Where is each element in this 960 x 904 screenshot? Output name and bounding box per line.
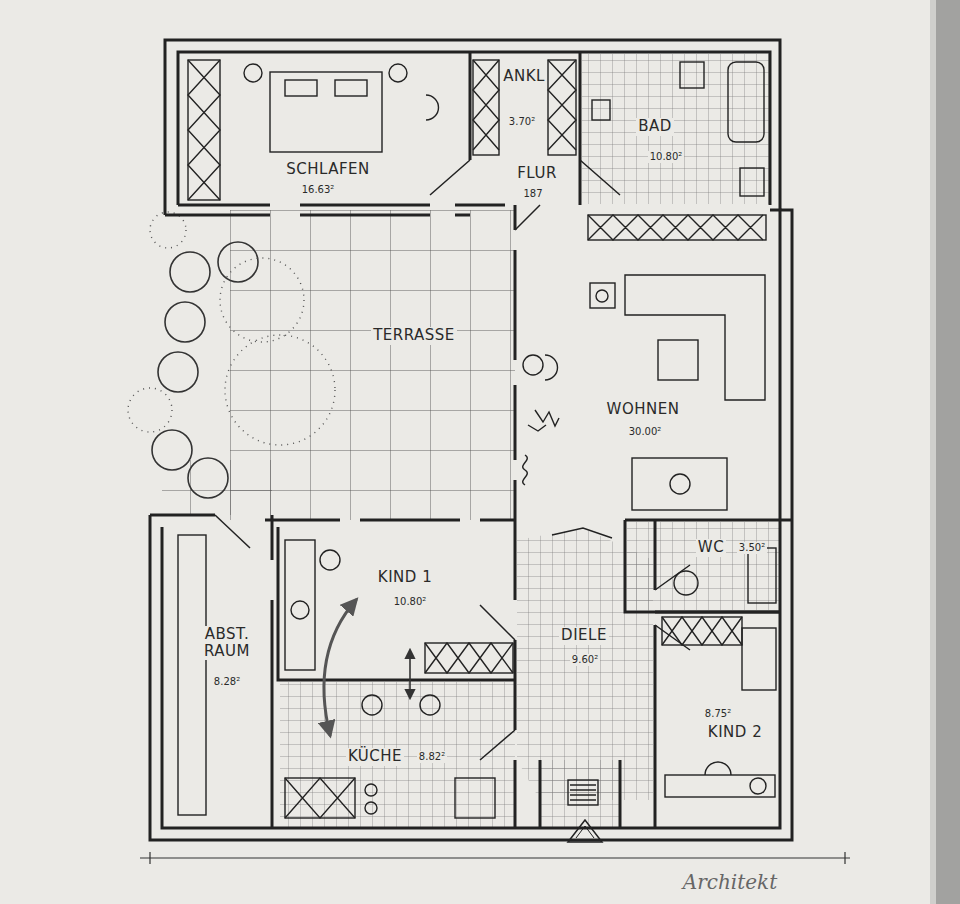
room: ABST. RAUM 8.28²: [162, 515, 272, 828]
room-name: KIND 1: [376, 569, 434, 586]
room-area: 30.00²: [627, 426, 664, 438]
room-name: TERRASSE: [371, 327, 457, 344]
room-name: BAD: [636, 118, 674, 135]
room-name: DIELE: [559, 627, 609, 644]
room-area: 8.28²: [212, 676, 242, 688]
room: SCHLAFEN 16.63²: [178, 52, 470, 205]
room: ANKL 3.70²: [470, 52, 580, 160]
room-area: 10.80²: [648, 151, 685, 163]
room-name: ABST. RAUM: [184, 626, 270, 661]
room-area: 3.70²: [507, 116, 537, 128]
room: TERRASSE: [230, 210, 515, 520]
room: FLUR 187: [470, 160, 580, 210]
room: BAD 10.80²: [580, 52, 770, 205]
room-area: 16.63²: [300, 184, 337, 196]
room-name: ANKL: [501, 68, 547, 85]
room-name: SCHLAFEN: [284, 161, 372, 178]
room: 8.75² KIND 2: [655, 612, 780, 828]
room-name: WC: [696, 539, 726, 556]
room-area: 10.80²: [392, 596, 429, 608]
room-area: 187: [521, 188, 544, 200]
room: WC 3.50²: [625, 520, 780, 612]
room-area: 8.82²: [417, 751, 447, 763]
architect-signature: Architekt: [683, 870, 778, 894]
room-area: 3.50²: [737, 542, 767, 554]
room-area: 9.60²: [570, 654, 600, 666]
room-area: KIND 2: [706, 724, 764, 741]
room: DIELE 9.60²: [515, 520, 655, 828]
pencil-arrow: [324, 600, 356, 735]
room: KÜCHE 8.82²: [278, 680, 515, 828]
room-name: FLUR: [515, 165, 559, 182]
room-name: WOHNEN: [605, 401, 682, 418]
room-name: KÜCHE: [346, 748, 404, 765]
room: KIND 1 10.80²: [278, 520, 515, 680]
room: WOHNEN 30.00²: [515, 210, 780, 520]
room-name: 8.75²: [703, 708, 733, 720]
